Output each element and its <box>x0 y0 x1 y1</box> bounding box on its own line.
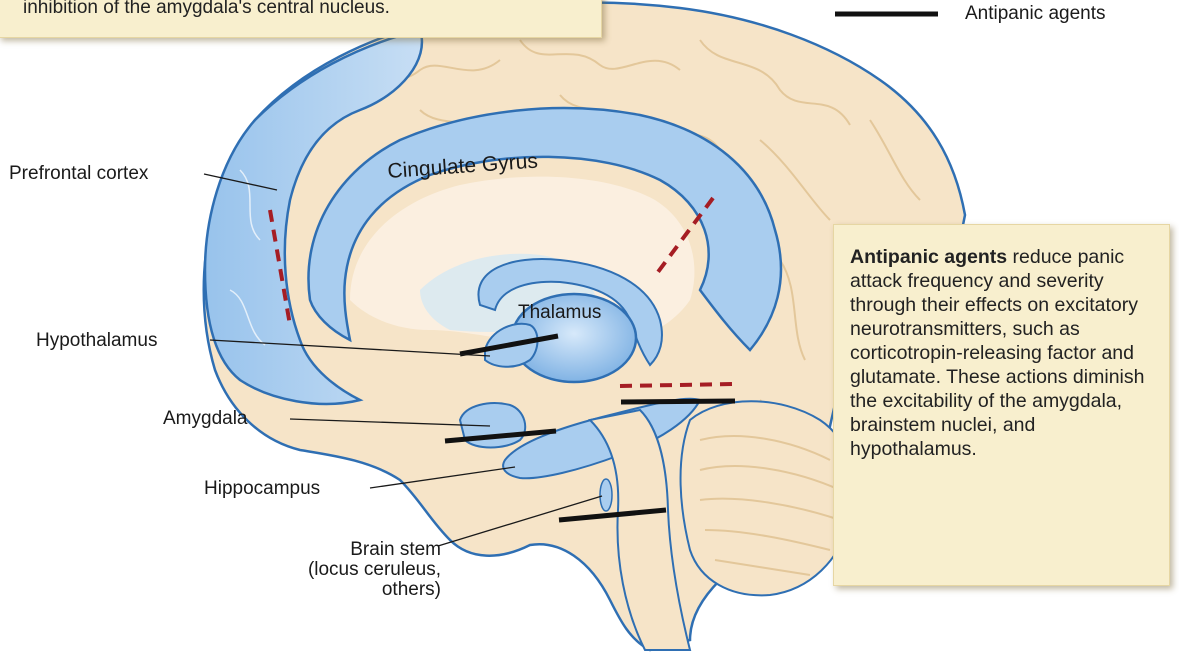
top-callout: inhibition of the amygdala's central nuc… <box>0 0 602 38</box>
brain-stem-label-line1: Brain stem <box>308 540 441 560</box>
legend-label: Antipanic agents <box>965 3 1106 25</box>
hippocampus-label: Hippocampus <box>204 478 320 500</box>
info-callout-text: Antipanic agents reduce panic attack fre… <box>850 245 1162 461</box>
hypothalamus-label: Hypothalamus <box>36 330 157 352</box>
locus-ceruleus <box>600 479 612 511</box>
thalamus-label: Thalamus <box>518 302 601 323</box>
info-callout-title: Antipanic agents <box>850 246 1007 268</box>
cerebellum <box>681 401 854 595</box>
brain-stem-label-line3: others) <box>308 580 441 600</box>
top-callout-text: inhibition of the amygdala's central nuc… <box>23 0 390 19</box>
prefrontal-cortex-label: Prefrontal cortex <box>9 163 148 185</box>
brain-stem-label-line2: (locus ceruleus, <box>308 560 441 580</box>
amygdala-label: Amygdala <box>163 408 248 430</box>
brain-stem-label: Brain stem (locus ceruleus, others) <box>308 540 441 600</box>
info-callout-body: reduce panic attack frequency and severi… <box>850 246 1144 460</box>
info-callout: Antipanic agents reduce panic attack fre… <box>833 224 1170 586</box>
antipanic-line-pons <box>621 401 735 402</box>
